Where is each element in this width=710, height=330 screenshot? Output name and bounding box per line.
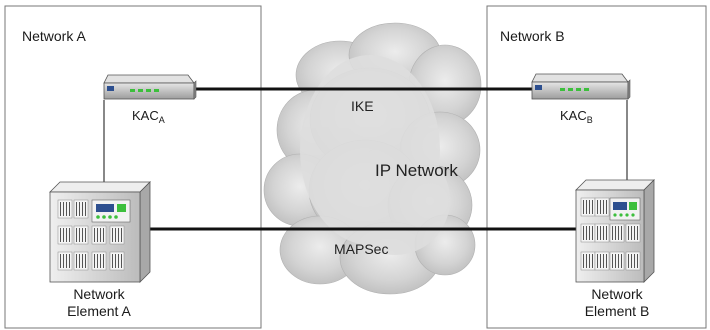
kac-a-label: KACA xyxy=(132,108,165,125)
kac-b-label: KACB xyxy=(560,108,593,125)
network-a-label: Network A xyxy=(22,28,86,44)
kac-b-label-sub: B xyxy=(586,115,593,125)
ike-label: IKE xyxy=(351,98,374,114)
element-b-label-line2: Element B xyxy=(584,303,650,319)
ip-network-label: IP Network xyxy=(375,161,458,180)
server-tower-icon xyxy=(49,181,151,283)
kac-b-label-main: KAC xyxy=(560,108,587,123)
server-tower-icon xyxy=(575,179,655,283)
kac-a-label-sub: A xyxy=(158,115,165,125)
router-icon xyxy=(531,73,631,100)
element-b-label-line1: Network xyxy=(591,286,643,302)
element-b-label: Network Element B xyxy=(572,286,662,320)
network-b-region xyxy=(486,5,707,329)
element-a-label: Network Element A xyxy=(54,286,144,320)
router-icon xyxy=(103,74,197,100)
element-a-label-line2: Element A xyxy=(67,303,131,319)
mapsec-label: MAPSec xyxy=(334,241,389,257)
network-b-label: Network B xyxy=(500,28,565,44)
element-a-label-line1: Network xyxy=(73,286,125,302)
network-a-region xyxy=(4,5,262,329)
kac-a-label-main: KAC xyxy=(132,108,159,123)
